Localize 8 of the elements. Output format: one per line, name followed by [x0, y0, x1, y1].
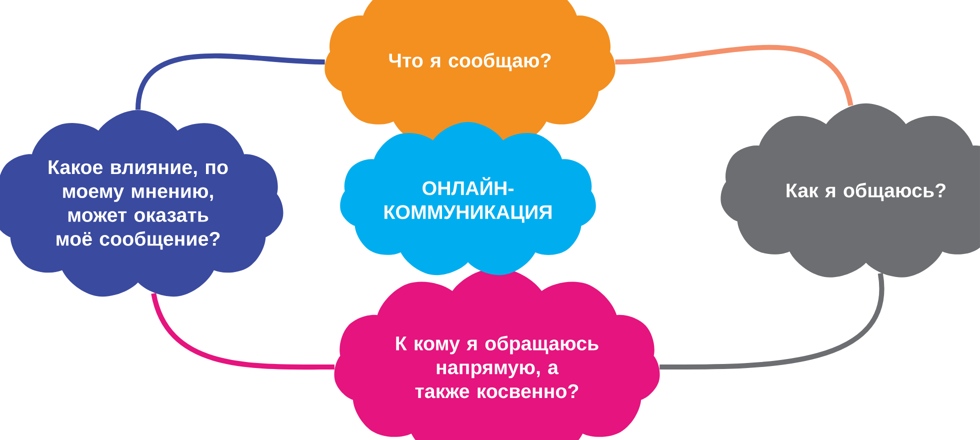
connector-arc	[615, 44, 854, 106]
connector-arc	[660, 273, 884, 370]
cloud-node: Какое влияние, по моему мнению, может оказать моё сообщение?	[0, 110, 284, 297]
cloud-node: Как я общаюсь?	[720, 103, 980, 278]
connector-arc	[151, 292, 334, 370]
cloud-node: К кому я обращаюсь напрямую, а также косвенно?	[334, 268, 660, 440]
connector-arc	[136, 53, 325, 110]
cloud-node: ОНЛАЙН-КОММУНИКАЦИЯ	[340, 122, 596, 276]
